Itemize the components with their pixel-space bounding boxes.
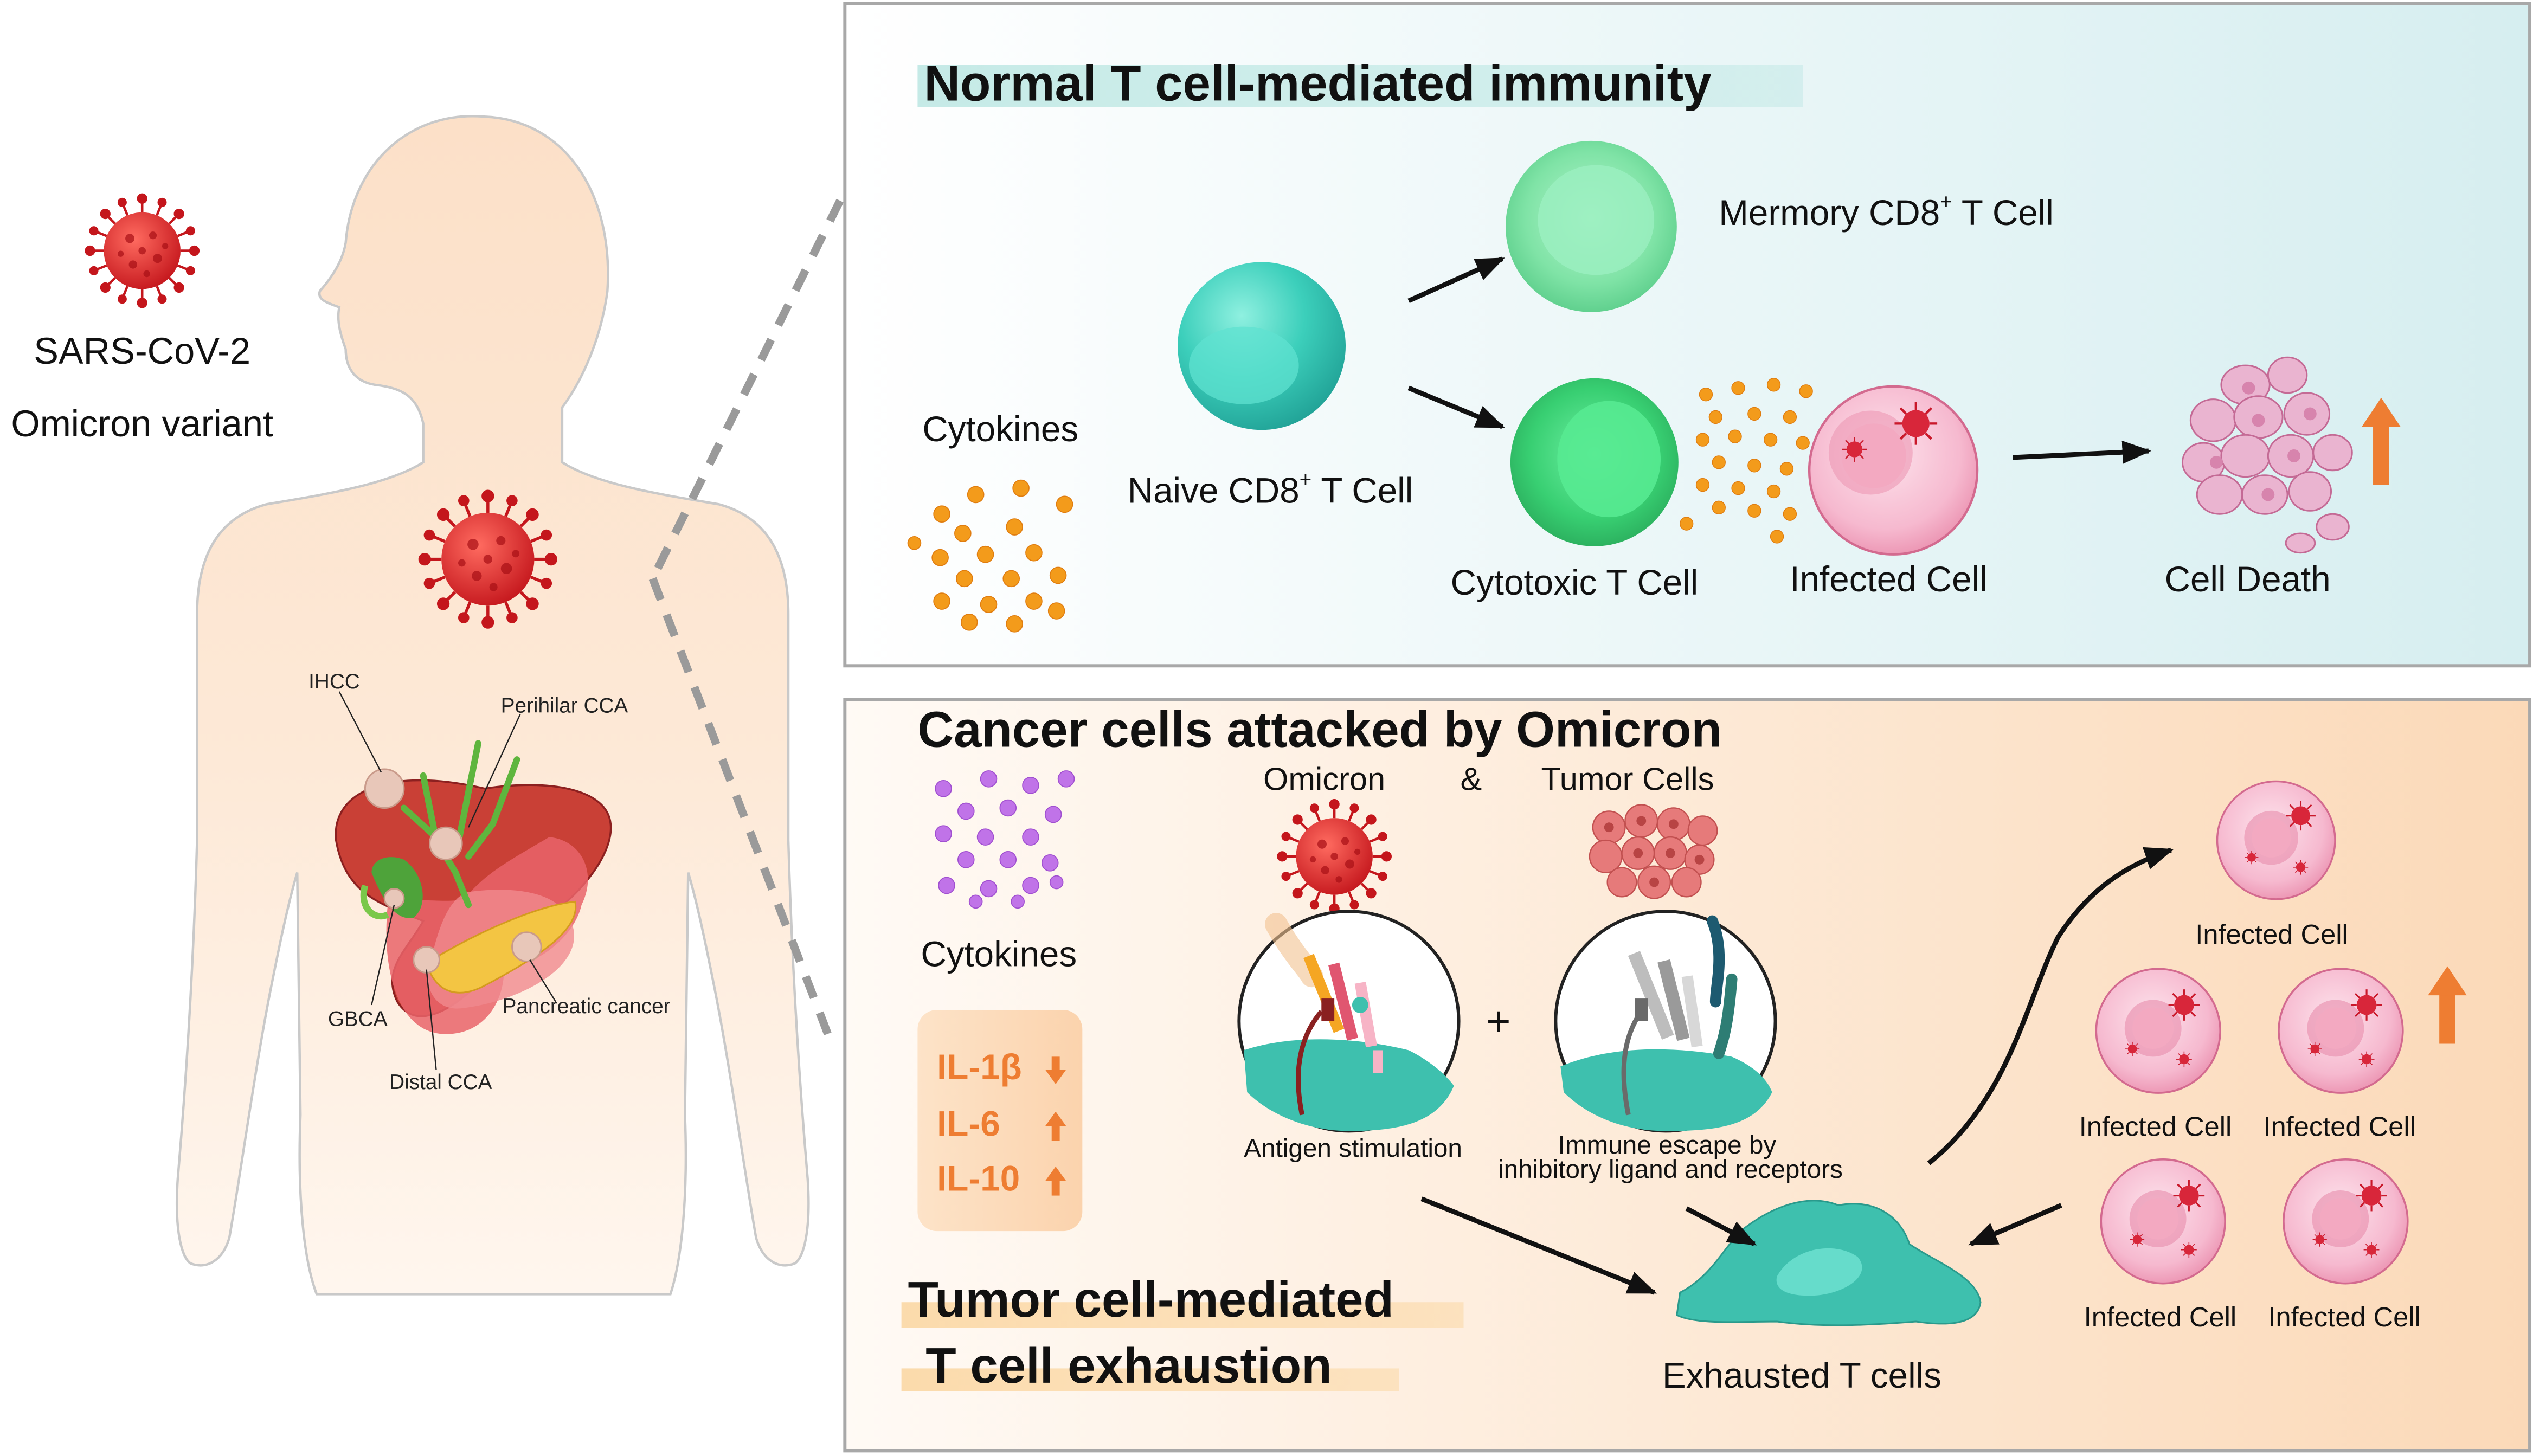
- ihcc-label: IHCC: [308, 670, 360, 693]
- chest-virus-icon: [420, 491, 556, 627]
- down-arrow-icon: [1045, 1056, 1066, 1084]
- top-infected-cell: [1808, 385, 1979, 556]
- infected-cell-label-2: Infected Cell: [2079, 1111, 2232, 1142]
- infected-cell-2: [2096, 969, 2220, 1093]
- naive-cd8-t-cell: [1178, 262, 1346, 430]
- bottom-cytokines-label: Cytokines: [921, 934, 1077, 974]
- distal-cca-label: Distal CCA: [389, 1071, 492, 1094]
- memory-cd8-t-cell: [1505, 140, 1677, 312]
- cell-death-label: Cell Death: [2165, 559, 2331, 599]
- il-trend-arrows: [1045, 1056, 1066, 1196]
- cytotoxic-t-cell-label: Cytotoxic T Cell: [1451, 563, 1699, 602]
- immune-escape-illustration: [1554, 910, 1777, 1133]
- arrow-to-cell-death: [2013, 440, 2152, 464]
- tumor-cells-cluster: [1589, 804, 1718, 899]
- infected-cell-3: [2279, 969, 2403, 1093]
- human-body-illustration: [175, 115, 810, 1296]
- zoom-dashed-lines: [648, 198, 844, 1042]
- up-arrow-icon: [1045, 1111, 1066, 1141]
- up-arrow-icon: [1045, 1166, 1066, 1196]
- infected-cell-label-4: Infected Cell: [2084, 1302, 2237, 1332]
- top-infected-cell-label: Infected Cell: [1790, 559, 1987, 599]
- immune-escape-label-line1: Immune escape by: [1558, 1131, 1777, 1159]
- il-1b-label: IL-1β: [937, 1047, 1022, 1087]
- normal-immunity-title: Normal T cell-mediated immunity: [924, 55, 1711, 111]
- virus-name-label: SARS-CoV-2: [34, 330, 250, 372]
- cancer-omicron-panel: Cancer cells attacked by Omicron Omicron…: [843, 698, 2532, 1453]
- exhaustion-title-line2: T cell exhaustion: [925, 1337, 1332, 1394]
- infected-cell-4: [2101, 1159, 2225, 1284]
- curved-arrow-to-infected: [1927, 847, 2174, 1165]
- naive-cd8-label: Naive CD8+ T Cell: [1128, 468, 1413, 511]
- arrow-escape-to-exhausted: [1685, 1206, 1757, 1246]
- released-cytokines: [1680, 378, 1813, 544]
- infected-cell-1: [2217, 781, 2335, 899]
- infected-cell-label-1: Infected Cell: [2195, 919, 2348, 950]
- tumor-cells-label: Tumor Cells: [1541, 761, 1714, 797]
- cytotoxic-t-cell: [1510, 378, 1679, 546]
- antigen-stimulation-label: Antigen stimulation: [1244, 1134, 1462, 1163]
- infection-increase-arrow-icon: [2428, 966, 2467, 1044]
- top-cytokines-label: Cytokines: [922, 409, 1078, 449]
- cell-death-cluster: [2181, 356, 2353, 554]
- pancreatic-cancer-label: Pancreatic cancer: [503, 995, 671, 1018]
- sars-cov-2-virus-icon: [86, 195, 198, 307]
- omicron-virus-icon: [1278, 800, 1391, 912]
- orange-cytokines-cluster: [907, 479, 1073, 633]
- purple-cytokines-cluster: [935, 770, 1075, 909]
- infected-cell-5: [2284, 1159, 2408, 1284]
- omicron-label: Omicron: [1263, 761, 1385, 797]
- plus-sign: +: [1486, 998, 1510, 1045]
- arrow-antigen-to-exhausted: [1420, 1196, 1657, 1295]
- ampersand-label: &: [1461, 761, 1482, 797]
- antigen-stimulation-illustration: [1237, 910, 1461, 1133]
- interleukin-box: IL-1β IL-6 IL-10: [917, 1009, 1083, 1232]
- infected-cell-label-5: Infected Cell: [2268, 1302, 2421, 1332]
- il-6-label: IL-6: [937, 1104, 1000, 1143]
- arrow-to-memory: [1407, 256, 1505, 303]
- il-10-label: IL-10: [937, 1159, 1020, 1199]
- arrow-to-cytotoxic: [1407, 385, 1505, 429]
- variant-name-label: Omicron variant: [11, 403, 273, 444]
- cancer-omicron-title: Cancer cells attacked by Omicron: [917, 701, 1722, 757]
- arrow-infected-to-exhausted: [1968, 1203, 2062, 1247]
- liver-organ-illustration: [335, 740, 612, 1034]
- exhaustion-title-line1: Tumor cell-mediated: [908, 1271, 1394, 1328]
- memory-cd8-label: Mermory CD8+ T Cell: [1719, 190, 2054, 233]
- gbca-label: GBCA: [328, 1008, 388, 1031]
- exhausted-t-cells-label: Exhausted T cells: [1662, 1356, 1941, 1395]
- immune-escape-label-line2: inhibitory ligand and receptors: [1498, 1155, 1843, 1184]
- normal-immunity-panel: Normal T cell-mediated immunity Cytokine…: [843, 2, 2532, 668]
- perihilar-cca-label: Perihilar CCA: [501, 694, 628, 718]
- increase-arrow-icon: [2362, 397, 2401, 485]
- infected-cell-label-3: Infected Cell: [2263, 1111, 2416, 1142]
